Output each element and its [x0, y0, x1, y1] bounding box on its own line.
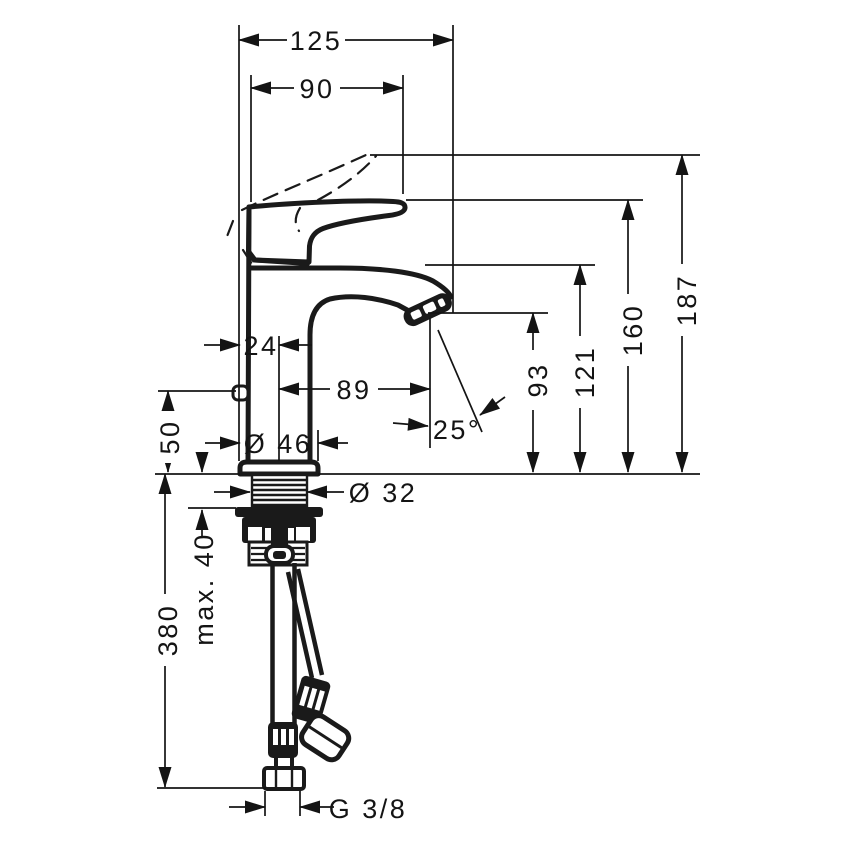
- angle-leader-right: [479, 396, 506, 416]
- label-spout-reach: 89: [336, 375, 371, 405]
- dimension-lines: [158, 33, 689, 788]
- aerator: [403, 293, 452, 327]
- label-shank-diameter: Ø 32: [349, 478, 418, 508]
- spout-underside: [307, 294, 412, 465]
- body-left-edge: [245, 204, 252, 465]
- label-lever-depth: 90: [299, 74, 334, 104]
- label-deck-clearance: 50: [155, 419, 185, 454]
- escutcheon: [237, 459, 321, 477]
- lever-raised-dashed: [224, 152, 378, 266]
- label-max-deck-thickness: max. 40: [189, 532, 219, 646]
- label-hose-length: 380: [153, 604, 183, 657]
- extension-lines: [155, 25, 700, 816]
- angle-leader-left: [392, 417, 429, 431]
- label-overall-height: 187: [672, 274, 702, 327]
- rear-pin: [231, 384, 250, 402]
- hose-end-nut: [299, 713, 352, 763]
- label-rear-offset: 24: [243, 331, 278, 361]
- spout-top-edge: [246, 265, 454, 300]
- supply-hose-diagonal: [285, 568, 352, 763]
- lever-handle-outline: [246, 198, 408, 265]
- label-gaps: [152, 26, 695, 666]
- threaded-shank: [250, 473, 309, 509]
- label-spout-top-height: 121: [570, 346, 600, 399]
- mounting-nut-assembly: [235, 507, 323, 567]
- label-outlet-angle: 25°: [433, 415, 481, 445]
- dimension-labels: 125 90 187 160 121 93 24 89 25° 50 Ø 46 …: [153, 26, 702, 824]
- angle-reference-line: [437, 329, 483, 433]
- dimension-outside-arrows: [195, 338, 506, 814]
- label-overall-depth: 125: [290, 26, 343, 56]
- supply-hose-vertical: [262, 563, 306, 791]
- label-base-diameter: Ø 46: [244, 429, 313, 459]
- label-lever-height: 160: [618, 304, 648, 357]
- label-outlet-height: 93: [523, 362, 553, 397]
- label-connection-thread: G 3/8: [329, 794, 408, 824]
- faucet-body: [224, 152, 454, 791]
